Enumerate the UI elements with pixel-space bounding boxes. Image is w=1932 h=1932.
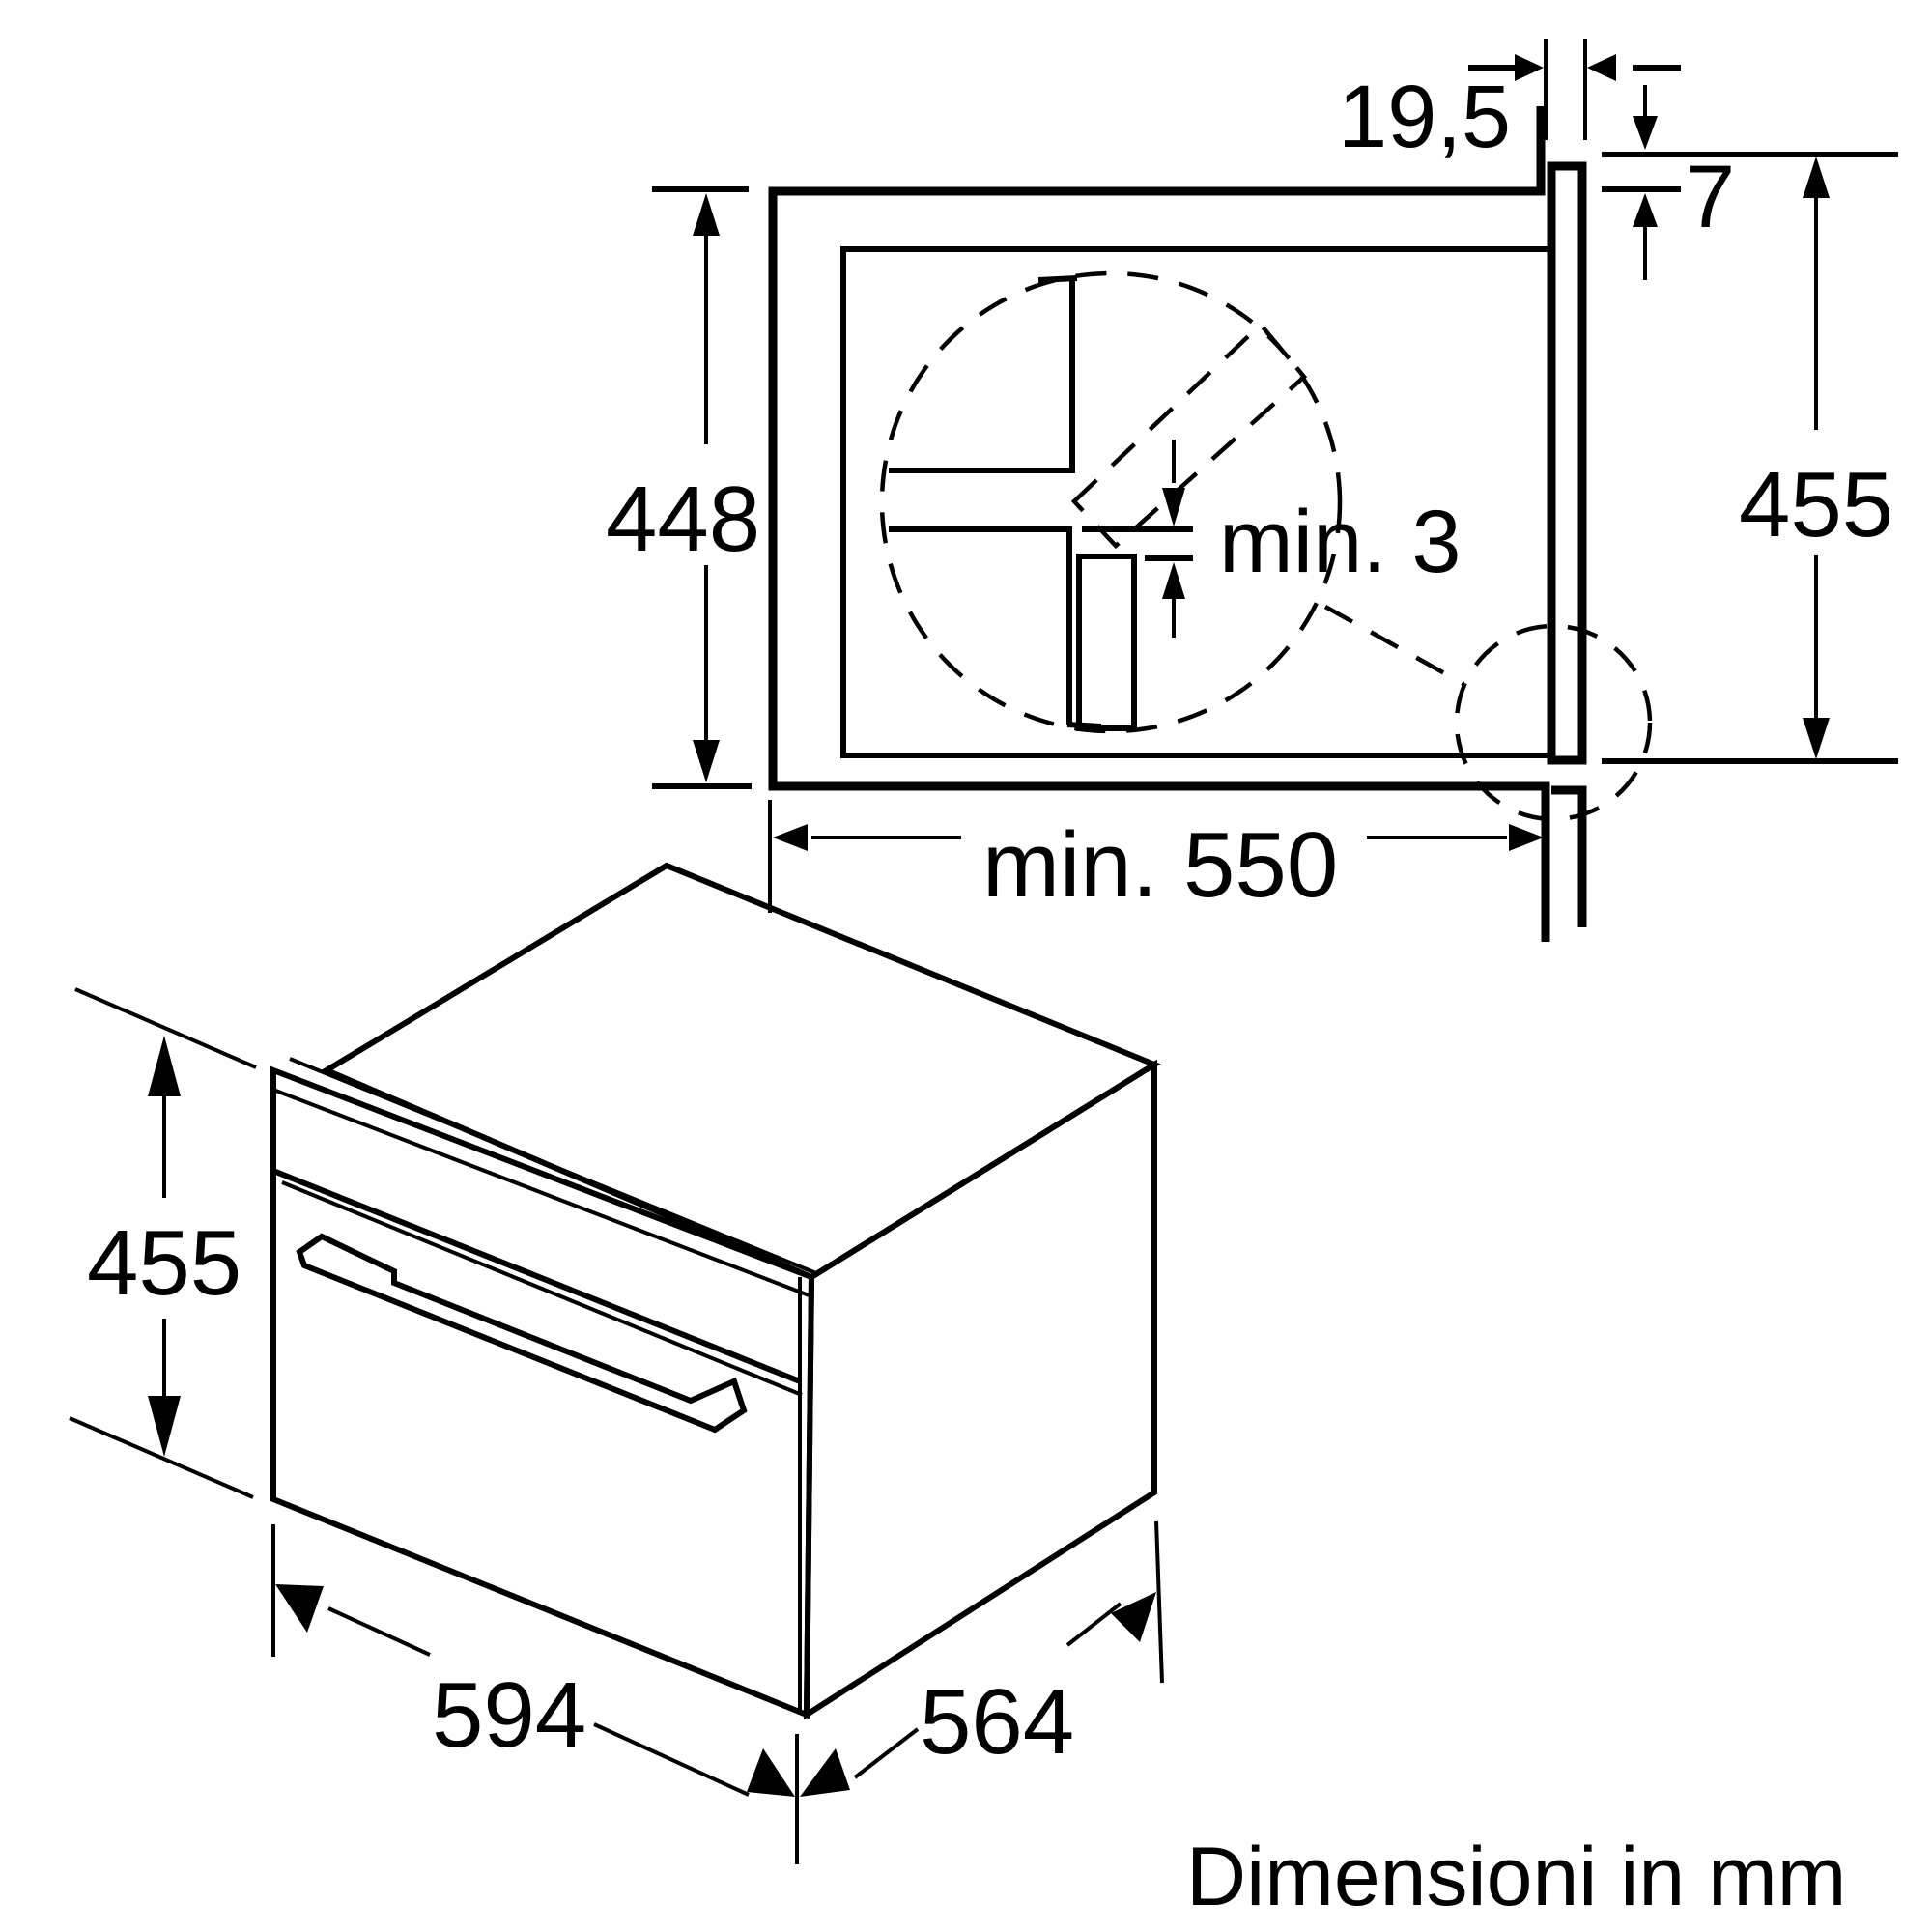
detail-circle-small <box>1454 623 1653 822</box>
label-niche-depth: min. 550 <box>982 813 1338 917</box>
detail-circle-large <box>879 270 1343 734</box>
appliance-isometric: 455 594 564 <box>69 862 1164 1864</box>
label-front-overhang: 19,5 <box>1338 68 1511 166</box>
niche-section: 19,5 7 455 448 min. 550 <box>606 39 1898 942</box>
cabinet-wall-lower <box>1551 785 1587 927</box>
label-appliance-height: 455 <box>87 1211 242 1315</box>
units-caption: Dimensioni in mm <box>1186 1831 1846 1923</box>
appliance-body <box>840 246 1548 758</box>
label-front-height: 455 <box>1739 453 1893 556</box>
label-appliance-width: 594 <box>432 1663 586 1767</box>
appliance-front-panel <box>1547 161 1587 765</box>
label-gap: min. 3 <box>1219 493 1462 591</box>
label-top-offset: 7 <box>1686 148 1735 246</box>
cabinet-outline <box>768 106 1550 942</box>
label-appliance-depth: 564 <box>920 1670 1074 1774</box>
label-niche-height: 448 <box>606 468 760 571</box>
